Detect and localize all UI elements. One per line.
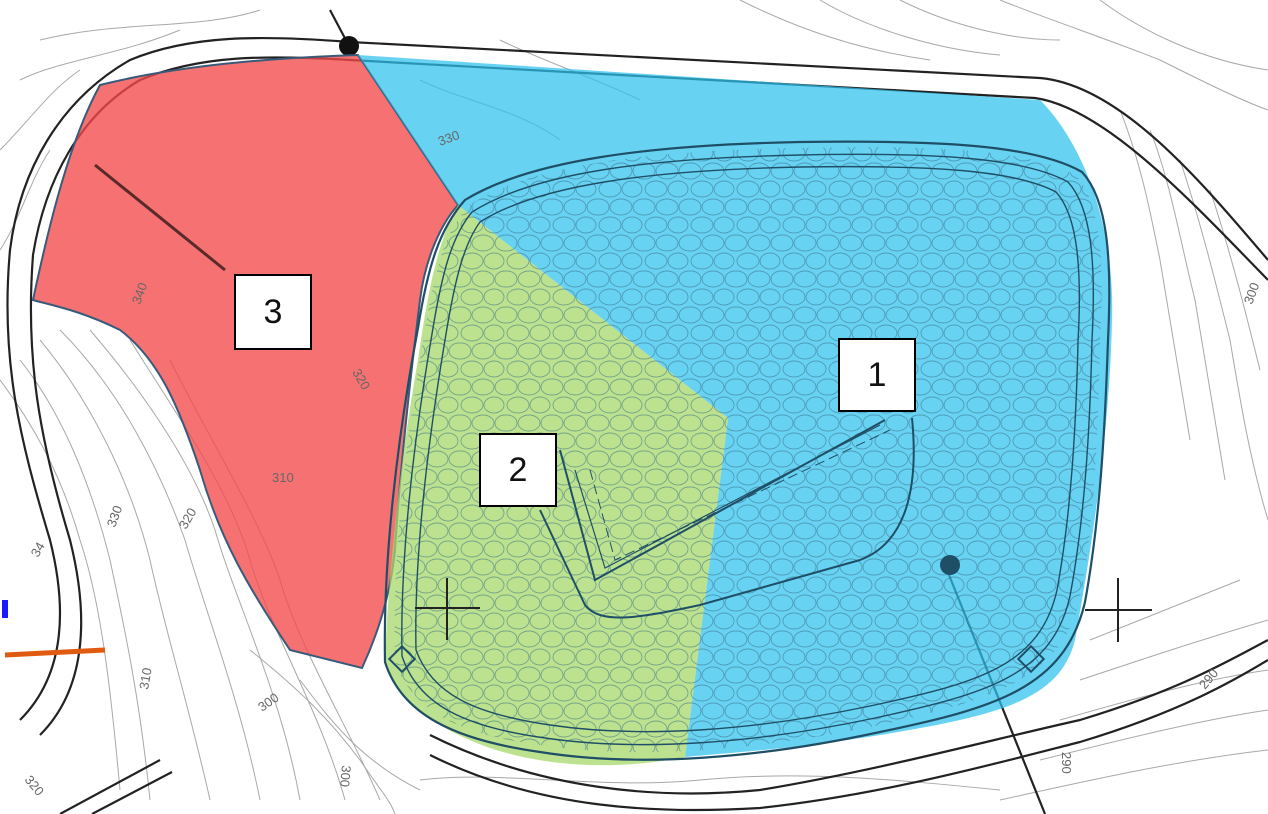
corner-structure-right xyxy=(1016,644,1046,674)
contour-label: 310 xyxy=(272,470,294,485)
zone-label-1-text: 1 xyxy=(867,355,887,394)
inner-channel xyxy=(539,417,915,619)
corner-structure-left xyxy=(387,644,417,674)
pond-embankment xyxy=(383,140,1111,761)
contour-label: 330 xyxy=(104,504,126,530)
blue-edge-marker xyxy=(2,600,8,618)
contour-label: 330 xyxy=(436,127,462,149)
zone-label-1: 1 xyxy=(838,338,916,412)
contour-label: 320 xyxy=(176,505,200,531)
contour-label: 320 xyxy=(22,772,47,798)
zone-label-3-text: 3 xyxy=(263,292,283,331)
contour-label: 300 xyxy=(337,765,354,788)
survey-point-marker xyxy=(339,36,359,56)
contour-label: 300 xyxy=(1241,281,1263,307)
contour-label: 310 xyxy=(136,667,155,691)
contour-label: 290 xyxy=(1059,752,1074,774)
outlet-point xyxy=(940,555,960,575)
contour-label: 34 xyxy=(28,539,48,559)
crosshair-markers xyxy=(415,578,1152,642)
zone-3-area xyxy=(31,53,460,670)
zone-3-section-bar xyxy=(94,163,226,272)
zone-label-2: 2 xyxy=(479,433,557,507)
road xyxy=(6,9,1268,814)
zone-label-2-text: 2 xyxy=(508,450,528,489)
zone-label-3: 3 xyxy=(234,274,312,350)
contour-label: 340 xyxy=(129,281,151,307)
orange-line-marker xyxy=(4,647,106,658)
